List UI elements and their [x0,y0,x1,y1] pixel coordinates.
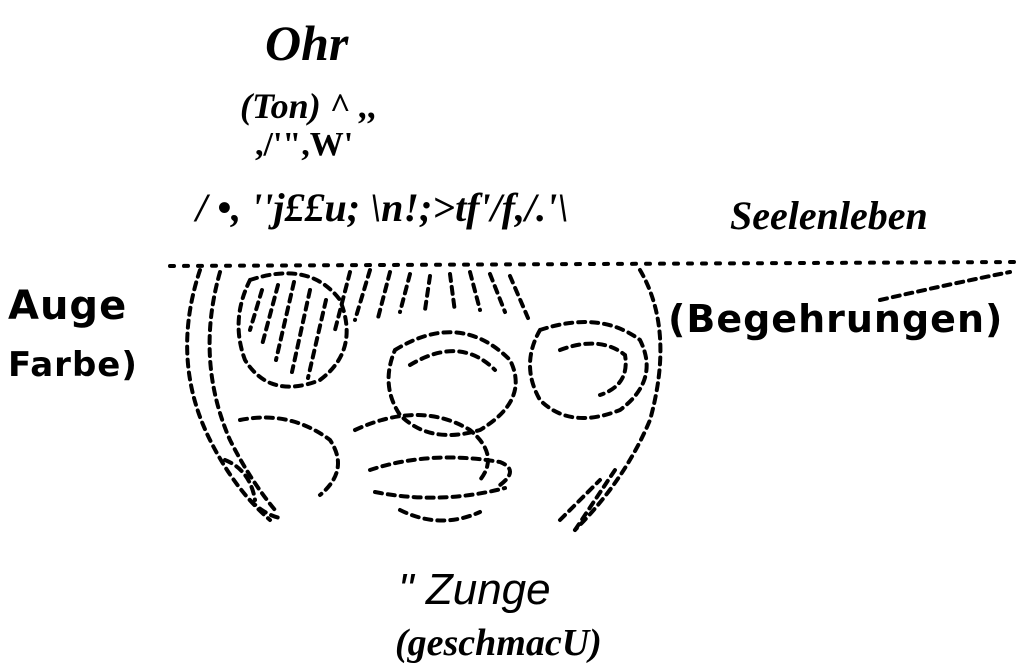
geschmack-label: (geschmacU) [395,622,602,664]
farbe-label: Farbe) [8,345,138,385]
cheek-left [238,415,340,497]
ohr-label: Ohr [265,15,349,71]
ocr-text-line-2: / •, ''j££u; \n!;>tf'/f,/.'\ [196,185,569,230]
head-outline-right [573,268,663,532]
left-eye [236,271,349,389]
mouth [353,413,490,482]
chin [398,508,482,523]
ton-label: (Ton) ^ ,, [240,86,378,126]
seelenleben-label: Seelenleben [730,193,928,238]
top-dashed-border [168,260,1017,268]
auge-label: Auge [8,283,128,329]
right-eye [528,320,649,420]
ocr-text-line-1: ,/'",W' [255,126,354,163]
zunge-label: " Zunge [398,565,551,614]
pointer-line [878,270,1012,302]
head-outline-left [185,268,272,522]
nose [386,330,518,437]
begehrungen-label: (Begehrungen) [668,297,1004,341]
